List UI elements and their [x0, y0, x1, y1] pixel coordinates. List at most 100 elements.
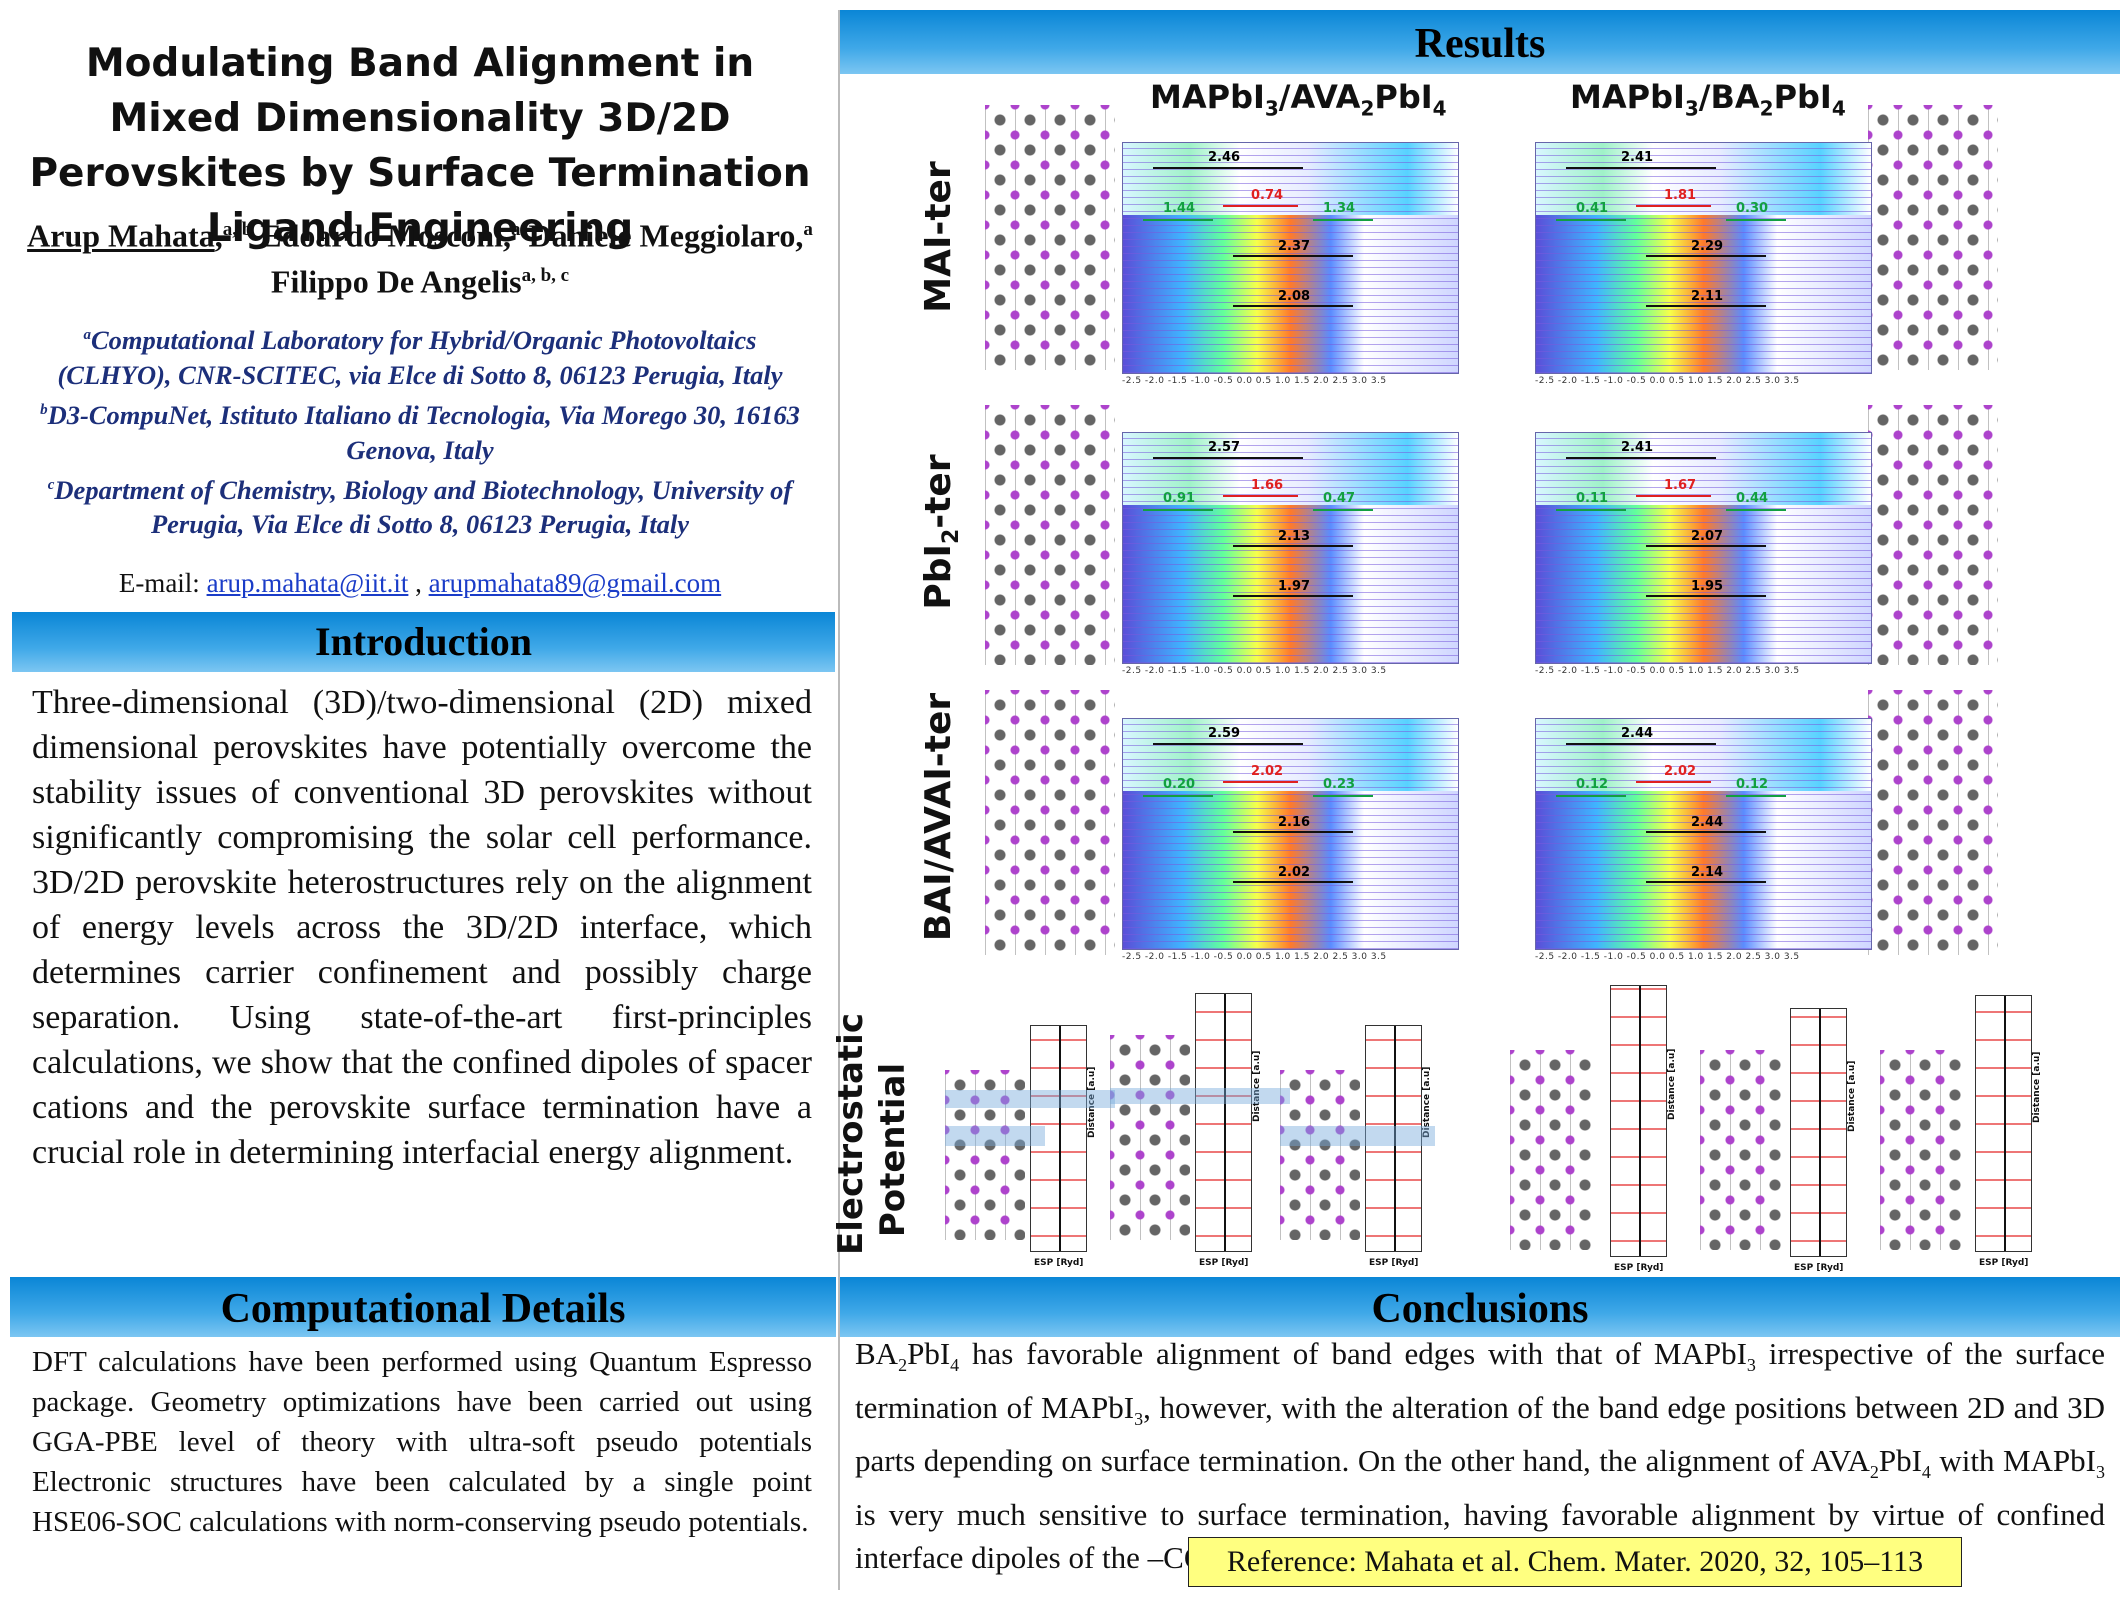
- column-header-ava: MAPbI3/AVA2PbI4: [1150, 78, 1447, 121]
- arrow-line: [1726, 219, 1786, 221]
- panel-value-offset: 1.67: [1664, 478, 1697, 493]
- arrow-line: [1143, 219, 1213, 221]
- esp-plot: [1975, 995, 2032, 1252]
- affiliations: aComputational Laboratory for Hybrid/Org…: [30, 318, 810, 542]
- panel-value-gap-b: 1.97: [1278, 579, 1311, 594]
- arrow-line: [1646, 831, 1766, 833]
- esp-plot: [1610, 985, 1667, 1257]
- column-header-ba: MAPbI3/BA2PbI4: [1570, 78, 1846, 121]
- structure-image: [1868, 690, 1998, 955]
- arrow-line: [1313, 795, 1373, 797]
- poster-title: Modulating Band Alignment in Mixed Dimen…: [29, 41, 811, 251]
- arrow-line: [1556, 795, 1626, 797]
- introduction-text: Three-dimensional (3D)/two-dimensional (…: [32, 684, 812, 1171]
- arrow-line: [1223, 781, 1298, 783]
- panel-value-left: 0.91: [1163, 491, 1196, 506]
- arrow-line: [1646, 255, 1766, 257]
- email-label: E-mail:: [118, 568, 200, 598]
- panel-value-gap2d: 2.57: [1208, 440, 1241, 455]
- esp-plot: [1030, 1025, 1087, 1252]
- panel-value-right: 0.23: [1323, 777, 1356, 792]
- panel-value-gap-b: 2.08: [1278, 289, 1311, 304]
- author-list: Arup Mahata,a, b Edoardo Mosconi,a Danie…: [27, 217, 813, 300]
- affiliation-b: bD3-CompuNet, Istituto Italiano di Tecno…: [30, 393, 810, 468]
- esp-ylabel: Distance [a.u]: [1252, 1050, 1262, 1122]
- arrow-line: [1636, 495, 1711, 497]
- panel-value-right: 0.47: [1323, 491, 1356, 506]
- panel-value-gap-b: 2.14: [1691, 865, 1724, 880]
- esp-ylabel: Distance [a.u]: [1847, 1060, 1857, 1132]
- panel-value-right: 0.12: [1736, 777, 1769, 792]
- panel-value-offset: 2.02: [1251, 764, 1284, 779]
- esp-ylabel: Distance [a.u]: [2032, 1051, 2042, 1123]
- panel-value-gap-b: 1.95: [1691, 579, 1724, 594]
- arrow-line: [1566, 457, 1716, 459]
- panel-value-gap-a: 2.16: [1278, 815, 1311, 830]
- panel-value-left: 0.41: [1576, 201, 1609, 216]
- structure-image: [1880, 1050, 1965, 1250]
- reference-box: Reference: Mahata et al. Chem. Mater. 20…: [1188, 1537, 1962, 1587]
- arrow-line: [1636, 205, 1711, 207]
- panel-x-axis: -2.5 -2.0 -1.5 -1.0 -0.5 0.0 0.5 1.0 1.5…: [1535, 952, 1800, 962]
- interface-highlight: [1280, 1126, 1435, 1146]
- results-header: Results: [840, 10, 2120, 74]
- esp-xlabel: ESP [Ryd]: [1614, 1263, 1664, 1273]
- author-sup: a, b, c: [521, 264, 570, 286]
- panel-value-gap-a: 2.13: [1278, 529, 1311, 544]
- computational-header: Computational Details: [10, 1277, 836, 1337]
- band-panel: 2.41 1.67 0.11 0.44 2.07 1.95: [1535, 432, 1872, 664]
- panel-x-axis: -2.5 -2.0 -1.5 -1.0 -0.5 0.0 0.5 1.0 1.5…: [1122, 952, 1387, 962]
- arrow-line: [1153, 457, 1303, 459]
- arrow-line: [1646, 305, 1766, 307]
- structure-image: [985, 690, 1115, 955]
- arrow-line: [1143, 795, 1213, 797]
- panel-value-gap-a: 2.44: [1691, 815, 1724, 830]
- affil-text: Computational Laboratory for Hybrid/Orga…: [57, 324, 783, 390]
- email-link-2[interactable]: arupmahata89@gmail.com: [428, 568, 722, 598]
- arrow-line: [1726, 509, 1786, 511]
- structure-image: [1868, 405, 1998, 665]
- panel-value-gap-a: 2.29: [1691, 239, 1724, 254]
- email-link-1[interactable]: arup.mahata@iit.it: [206, 568, 409, 598]
- row-label-pbi2: PbI2-ter: [918, 454, 965, 610]
- arrow-line: [1556, 509, 1626, 511]
- panel-value-gap-a: 2.07: [1691, 529, 1724, 544]
- arrow-line: [1223, 495, 1298, 497]
- esp-xlabel: ESP [Ryd]: [1034, 1258, 1084, 1268]
- panel-value-offset: 0.74: [1251, 188, 1284, 203]
- arrow-line: [1313, 509, 1373, 511]
- esp-xlabel: ESP [Ryd]: [1199, 1258, 1249, 1268]
- arrow-line: [1233, 831, 1353, 833]
- arrow-line: [1233, 881, 1353, 883]
- arrow-line: [1153, 743, 1303, 745]
- arrow-line: [1566, 743, 1716, 745]
- panel-x-axis: -2.5 -2.0 -1.5 -1.0 -0.5 0.0 0.5 1.0 1.5…: [1122, 376, 1387, 386]
- arrow-line: [1153, 167, 1303, 169]
- panel-value-gap2d: 2.59: [1208, 726, 1241, 741]
- esp-xlabel: ESP [Ryd]: [1369, 1258, 1419, 1268]
- conclusions-header: Conclusions: [840, 1277, 2120, 1337]
- affil-sup: a: [83, 327, 92, 343]
- structure-image: [985, 405, 1115, 665]
- esp-ylabel: Distance [a.u]: [1667, 1048, 1677, 1120]
- arrow-line: [1646, 595, 1766, 597]
- arrow-line: [1223, 205, 1298, 207]
- interface-highlight: [945, 1090, 1115, 1108]
- arrow-line: [1233, 545, 1353, 547]
- panel-value-gap-b: 2.02: [1278, 865, 1311, 880]
- esp-xlabel: ESP [Ryd]: [1979, 1258, 2029, 1268]
- arrow-line: [1646, 881, 1766, 883]
- structure-image: [985, 105, 1115, 370]
- panel-value-gap-a: 2.37: [1278, 239, 1311, 254]
- author-sup: a: [510, 219, 521, 240]
- panel-value-left: 0.11: [1576, 491, 1609, 506]
- panel-x-axis: -2.5 -2.0 -1.5 -1.0 -0.5 0.0 0.5 1.0 1.5…: [1122, 666, 1387, 676]
- structure-image: [1510, 1050, 1595, 1250]
- panel-value-right: 1.34: [1323, 201, 1356, 216]
- author: Filippo De Angelis: [270, 263, 522, 300]
- panel-value-right: 0.44: [1736, 491, 1769, 506]
- panel-value-gap2d: 2.41: [1621, 440, 1654, 455]
